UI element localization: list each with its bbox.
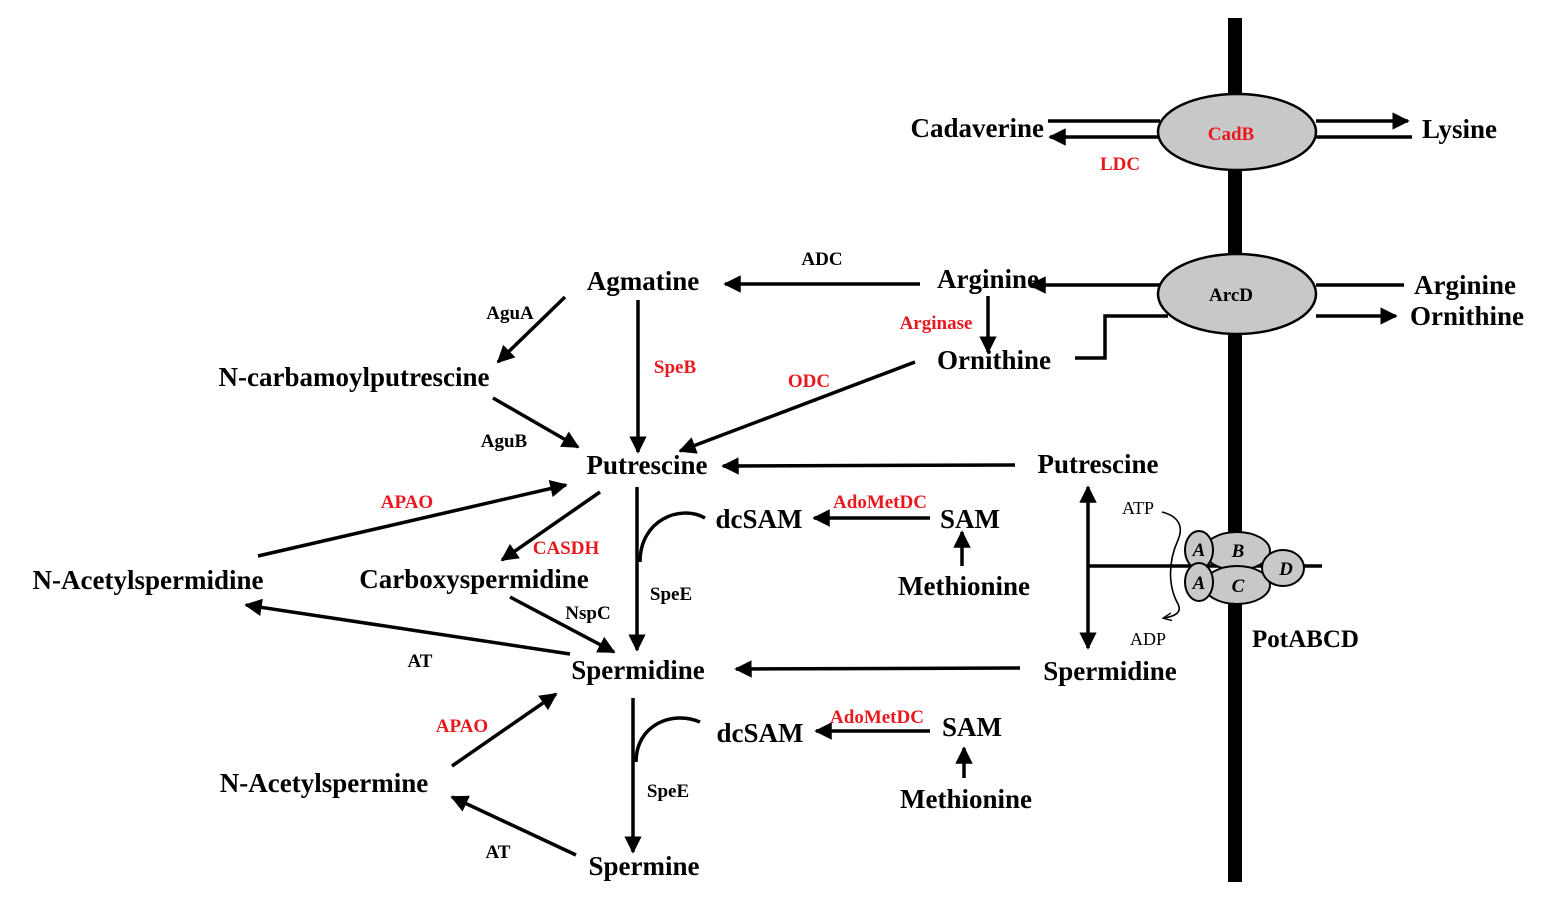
nspc-arrow xyxy=(509,595,616,654)
putrescine-external-label: Putrescine xyxy=(1038,449,1159,479)
n-carbamoylputrescine-label: N-carbamoylputrescine xyxy=(219,362,490,392)
dcsam-2-donor-curve xyxy=(634,716,701,763)
spermidine-label: Spermidine xyxy=(571,655,705,685)
potabcd-label: PotABCD xyxy=(1252,626,1359,653)
potd-label: D xyxy=(1278,559,1293,580)
odc-arrow xyxy=(678,360,916,454)
odc-label: ODC xyxy=(788,371,830,392)
speb-label: SpeB xyxy=(654,357,697,378)
putrescine-import-arrow xyxy=(721,457,1016,475)
at-2-arrow xyxy=(450,795,577,857)
cadaverine-label: Cadaverine xyxy=(911,113,1045,143)
agmatine-label: Agmatine xyxy=(587,266,699,296)
agua-label: AguA xyxy=(486,303,534,324)
casdh-label: CASDH xyxy=(533,538,600,559)
nspc-label: NspC xyxy=(565,603,610,624)
adometdc-1-label: AdoMetDC xyxy=(833,492,927,513)
apao-2-arrow xyxy=(451,692,558,768)
lysine-label: Lysine xyxy=(1422,114,1497,144)
apao-2-label: APAO xyxy=(436,716,488,737)
sam-1-label: SAM xyxy=(940,504,1000,534)
spermidine-external-label: Spermidine xyxy=(1043,656,1177,686)
spee-2-label: SpeE xyxy=(647,781,689,802)
methionine-2-label: Methionine xyxy=(900,784,1032,814)
cadb-transporter xyxy=(1156,92,1318,172)
methionine-1-label: Methionine xyxy=(898,571,1030,601)
apao-1-arrow xyxy=(257,480,568,558)
agua-arrow xyxy=(496,295,567,364)
atp-hydrolysis-arrow xyxy=(1162,511,1182,618)
arcd-label: ArcD xyxy=(1209,285,1253,306)
pota-bottom-subunit xyxy=(1184,562,1214,602)
potb-label: B xyxy=(1231,541,1245,562)
ornithine-outer-label: Ornithine xyxy=(1410,301,1524,331)
casdh-arrow xyxy=(500,490,601,562)
dcsam-1-label: dcSAM xyxy=(716,504,803,534)
spee-1-label: SpeE xyxy=(650,584,692,605)
ldc-label: LDC xyxy=(1100,154,1140,175)
apao-1-label: APAO xyxy=(381,492,433,513)
at-2-label: AT xyxy=(486,842,511,863)
agub-arrow xyxy=(492,396,580,449)
adp-label: ADP xyxy=(1130,629,1166,649)
adc-label: ADC xyxy=(801,249,842,270)
at-1-arrow xyxy=(244,598,571,656)
putrescine-label: Putrescine xyxy=(587,450,708,480)
dcsam-1-donor-curve xyxy=(638,511,706,563)
ornithine-inner-label: Ornithine xyxy=(937,345,1051,375)
spermidine-import-arrow xyxy=(734,660,1021,678)
adometdc-2-label: AdoMetDC xyxy=(830,707,924,728)
pota-bottom-label: A xyxy=(1192,573,1206,594)
spermine-label: Spermine xyxy=(589,851,700,881)
pota-top-label: A xyxy=(1192,540,1206,561)
n-acetylspermine-label: N-Acetylspermine xyxy=(220,768,428,798)
potd-subunit xyxy=(1261,549,1305,587)
atp-label: ATP xyxy=(1122,498,1154,518)
carboxyspermidine-label: Carboxyspermidine xyxy=(359,564,589,594)
agub-label: AguB xyxy=(481,431,528,452)
arcd-transporter xyxy=(1156,252,1318,336)
dcsam-2-label: dcSAM xyxy=(717,718,804,748)
arginine-inner-label: Arginine xyxy=(937,264,1039,294)
sam-2-label: SAM xyxy=(942,712,1002,742)
arginase-label: Arginase xyxy=(900,313,973,334)
at-1-label: AT xyxy=(408,651,433,672)
potc-label: C xyxy=(1232,576,1245,597)
ornithine-exit-path xyxy=(1075,314,1168,360)
cadb-label: CadB xyxy=(1208,124,1255,145)
arginine-outer-label: Arginine xyxy=(1414,270,1516,300)
cell-membrane xyxy=(1228,18,1242,882)
n-acetylspermidine-label: N-Acetylspermidine xyxy=(33,565,264,595)
